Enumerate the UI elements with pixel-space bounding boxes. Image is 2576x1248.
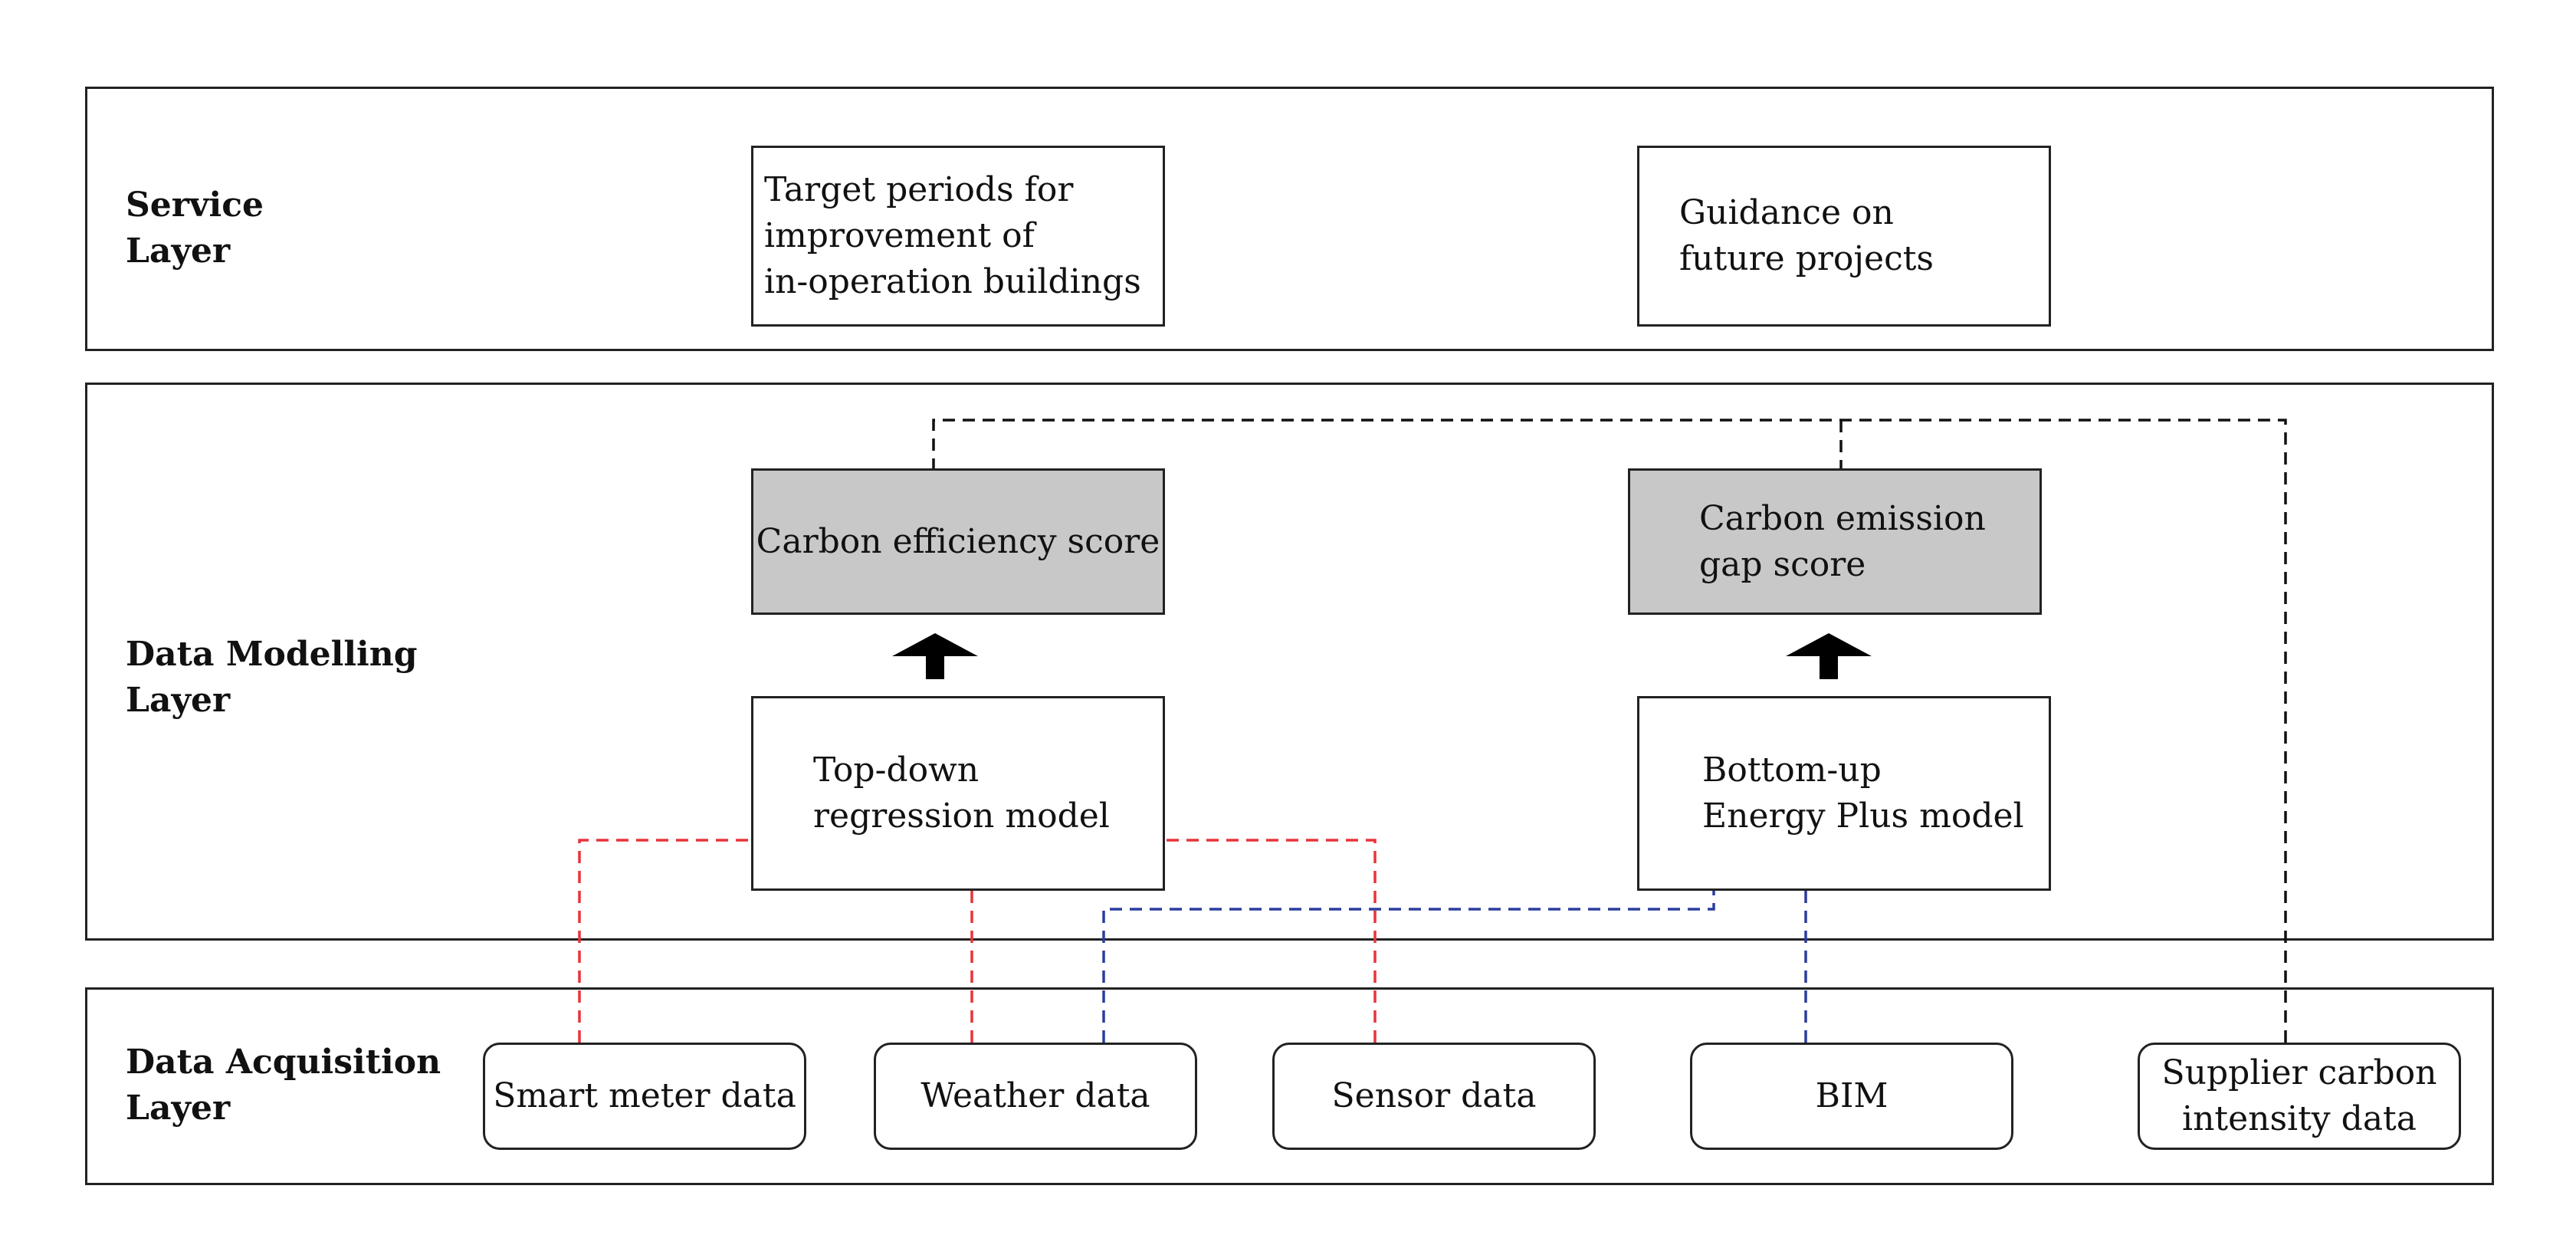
carbon-efficiency-score-text: Carbon efficiency score <box>756 521 1160 561</box>
guidance-box: Guidance on future projects <box>1637 146 2051 327</box>
sensor-data-text: Sensor data <box>1331 1076 1537 1115</box>
smart-meter-data-text: Smart meter data <box>493 1076 796 1115</box>
link-smart-meter-to-top-down <box>578 839 751 1043</box>
weather-data-text: Weather data <box>920 1076 1150 1115</box>
link-weather-to-bottom-up <box>1102 891 1715 1043</box>
link-supplier-to-scores <box>932 419 2287 1043</box>
black-dashed-connectors <box>932 419 2287 1043</box>
data-acquisition-layer-label: Data Acquisition Layer <box>126 1043 441 1128</box>
weather-data-box: Weather data <box>874 1043 1197 1150</box>
sensor-data-box: Sensor data <box>1272 1043 1596 1150</box>
carbon-efficiency-score-box: Carbon efficiency score <box>751 468 1165 615</box>
carbon-emission-gap-score-box: Carbon emission gap score <box>1628 468 2042 615</box>
bottom-up-model-text: Bottom-up Energy Plus model <box>1702 750 2024 836</box>
link-sensor-to-top-down <box>1165 839 1377 1043</box>
top-down-model-box: Top-down regression model <box>751 696 1165 891</box>
supplier-carbon-intensity-text: Supplier carbon intensity data <box>2161 1053 2437 1138</box>
arrow-up-icon <box>1786 633 1872 679</box>
supplier-carbon-intensity-box: Supplier carbon intensity data <box>2138 1043 2461 1150</box>
bim-box: BIM <box>1690 1043 2013 1150</box>
data-modelling-layer <box>85 383 2494 941</box>
bottom-up-model-box: Bottom-up Energy Plus model <box>1637 696 2051 891</box>
bim-text: BIM <box>1815 1076 1889 1115</box>
service-layer <box>85 87 2494 351</box>
blue-dashed-connectors <box>1102 891 1807 1043</box>
carbon-emission-gap-score-text: Carbon emission gap score <box>1699 498 1986 584</box>
smart-meter-data-box: Smart meter data <box>483 1043 806 1150</box>
arrow-up-icon <box>892 633 978 679</box>
data-modelling-layer-label: Data Modelling Layer <box>126 635 418 720</box>
target-periods-text: Target periods for improvement of in-ope… <box>764 170 1141 301</box>
top-down-model-text: Top-down regression model <box>813 750 1110 836</box>
service-layer-label: Service Layer <box>126 186 264 271</box>
target-periods-box: Target periods for improvement of in-ope… <box>751 146 1165 327</box>
red-dashed-connectors <box>578 839 1377 1043</box>
guidance-text: Guidance on future projects <box>1679 193 1934 278</box>
